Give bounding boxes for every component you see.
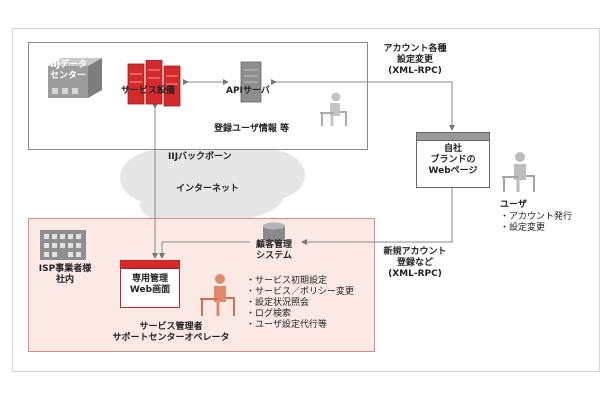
function-list: ・サービス初期設定 ・サービス／ポリシー変更 ・設定状況照会 ・ログ検索 ・ユー… <box>246 276 354 331</box>
function-item: ・設定状況照会 <box>246 298 310 308</box>
management-web-window: 専用管理 Web画面 <box>120 260 180 308</box>
brand-crm-link <box>301 183 455 245</box>
window-titlebar <box>121 261 179 269</box>
user-item-change-settings: ・設定変更 <box>500 223 546 233</box>
api-server-icon <box>238 60 264 104</box>
isp-office-building-icon <box>40 230 86 260</box>
brand-webpage-window: 自社 ブランドの Webページ <box>416 132 490 188</box>
internet-label: インターネット <box>176 184 240 194</box>
function-item: ・ユーザ設定代行等 <box>246 320 327 330</box>
crm-mgmt-link <box>159 241 250 259</box>
operator-label: サービス管理者 サポートセンターオペレータ <box>112 322 230 343</box>
function-item: ・ログ検索 <box>246 309 292 319</box>
crm-database-icon <box>261 222 287 242</box>
crm-system-label: 顧客管理 システム <box>255 240 292 261</box>
management-web-label: 専用管理 Web画面 <box>129 274 171 295</box>
user-label: ユーザ <box>500 200 527 210</box>
diagram-frame <box>12 28 600 372</box>
function-item: ・サービス／ポリシー変更 <box>246 287 355 297</box>
account-settings-label: アカウント各種 設定変更 (XML-RPC) <box>383 44 447 76</box>
datacenter-building-icon <box>48 58 102 98</box>
api-server-label: APIサーバ <box>226 86 270 96</box>
backbone-label: IIJバックボーン <box>168 152 232 162</box>
window-titlebar <box>417 133 489 141</box>
brand-webpage-label: 自社 ブランドの Webページ <box>428 144 478 176</box>
new-account-label: 新規アカウント 登録など (XML-RPC) <box>383 247 447 279</box>
registered-user-info-label: 登録ユーザ情報 等 <box>214 124 289 134</box>
service-server-icon <box>122 59 186 112</box>
admin-person-icon <box>316 90 354 128</box>
user-item-issue-account: ・アカウント発行 <box>500 212 573 222</box>
user-person-icon <box>500 150 540 194</box>
service-equipment-label: サービス設備 <box>121 86 176 96</box>
isp-office-label: ISP事業者様 社内 <box>38 264 92 285</box>
api-brand-link <box>271 79 455 131</box>
function-item: ・サービス初期設定 <box>246 276 328 286</box>
operator-person-icon <box>198 272 240 318</box>
iij-datacenter-label: IIJデータ センター <box>50 60 88 81</box>
